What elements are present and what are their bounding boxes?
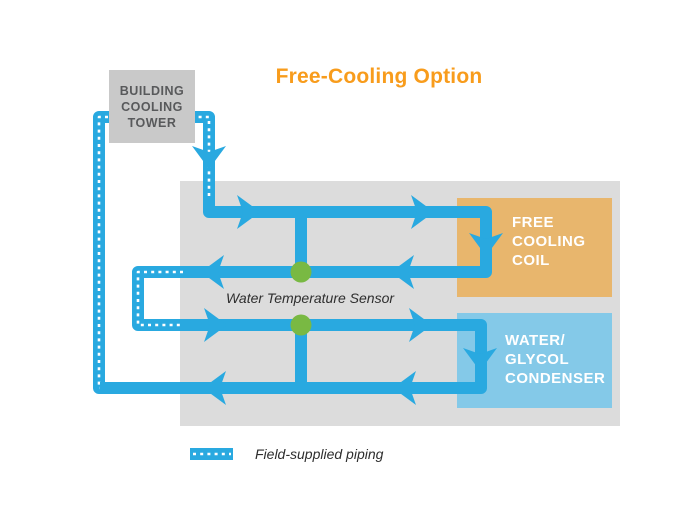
free-cooling-coil-label: FREE COOLING COIL — [512, 213, 586, 270]
tower-label-line: TOWER — [127, 115, 177, 130]
building-cooling-tower-label: BUILDING COOLING TOWER — [109, 70, 195, 143]
flow-arrow-left-icon — [201, 255, 224, 289]
flow-arrow-left-icon — [203, 371, 226, 405]
coil-label-line: FREE — [512, 214, 555, 231]
water-glycol-condenser-label: WATER/ GLYCOL CONDENSER — [505, 331, 605, 388]
flow-arrow-right-icon — [409, 308, 432, 342]
building-cooling-tower-box — [109, 70, 195, 143]
condenser-label-line: WATER/ — [505, 332, 566, 349]
field-piping-tower-loop-dashes — [97, 115, 211, 390]
water-temperature-sensor-dot — [290, 261, 312, 283]
flow-arrow-down-icon — [192, 146, 226, 169]
flow-arrow-right-icon — [204, 308, 227, 342]
condenser-label-line: GLYCOL — [505, 351, 570, 368]
flow-arrow-right-icon — [237, 195, 260, 229]
flow-arrow-down-icon — [469, 233, 503, 256]
coil-label-line: COOLING — [512, 233, 586, 250]
water-temperature-sensor-label: Water Temperature Sensor — [225, 290, 395, 306]
flow-arrow-left-icon — [393, 371, 416, 405]
diagram-title: Free-Cooling Option — [275, 65, 483, 88]
legend-field-piping-label: Field-supplied piping — [255, 446, 384, 462]
flow-arrow-right-icon — [411, 195, 434, 229]
flow-arrow-left-icon — [391, 255, 414, 289]
condenser-label-line: CONDENSER — [505, 370, 606, 387]
tower-label-line: COOLING — [121, 99, 183, 114]
coil-label-line: COIL — [512, 252, 550, 269]
legend-field-piping-swatch — [190, 448, 233, 460]
flow-arrow-down-icon — [463, 348, 497, 371]
field-piping-u-turn-dashes — [136, 270, 183, 327]
tower-label-line: BUILDING — [119, 83, 185, 98]
water-temperature-sensor-dot — [290, 314, 312, 336]
